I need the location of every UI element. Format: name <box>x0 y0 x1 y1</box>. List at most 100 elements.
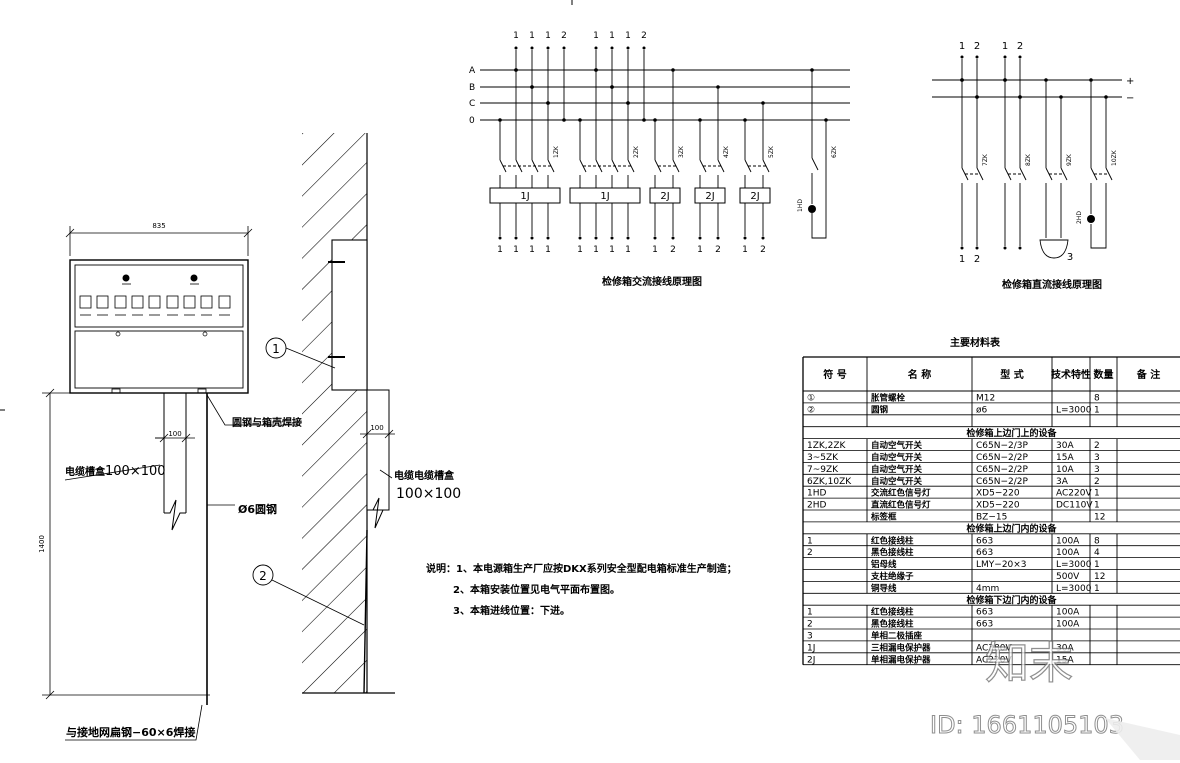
left-offset-dimension-text: 100 <box>168 430 181 438</box>
table-cell: 15A <box>1056 453 1074 463</box>
table-cell: 3 <box>1094 453 1100 463</box>
table-cell: 8 <box>1094 394 1100 404</box>
table-header-cell: 符 号 <box>823 368 846 381</box>
table-cell: 15A <box>1056 655 1074 665</box>
table-cell: L=3000 <box>1056 560 1092 570</box>
dc-buses <box>932 79 1122 98</box>
dc-diagram-title: 检修箱直流接线原理图 <box>1002 278 1102 291</box>
table-cell: 1HD <box>807 489 826 499</box>
dc-bottom-label-1: 1 <box>959 254 965 265</box>
ac-breaker-label: 2ZK <box>633 145 640 158</box>
ac-bottom-terminal <box>761 236 765 240</box>
ac-bottom-terminal <box>594 236 598 240</box>
dc-breaker-label: 10ZK <box>1111 149 1118 166</box>
ac-bottom-label: 2 <box>670 245 676 255</box>
ac-relay-label: 1J <box>520 191 529 202</box>
table-cell: 铜导线 <box>871 583 897 594</box>
box-side-view <box>331 239 368 391</box>
ac-bottom-label: 1 <box>513 245 519 255</box>
table-grid <box>802 356 1180 666</box>
left-cable-trough <box>155 393 195 531</box>
table-cell: 4 <box>1094 548 1100 558</box>
ac-bus-node <box>562 118 566 122</box>
table-cell: 663 <box>976 620 993 630</box>
dc-lamp-return <box>1090 183 1107 249</box>
dc-top-label: 1 <box>1002 41 1008 52</box>
ground-label: 与接地网扁钢−60×6焊接 <box>66 725 195 739</box>
table-cell: 1 <box>1094 560 1100 570</box>
dc-bus-minus: − <box>1126 93 1134 104</box>
table-cell: 1 <box>1094 584 1100 594</box>
table-cell: C65N−2/2P <box>976 477 1028 487</box>
table-cell: ① <box>807 394 815 404</box>
table-cell: 1 <box>807 536 813 546</box>
table-cell: 100A <box>1056 620 1080 630</box>
table-cell: 100A <box>1056 548 1080 558</box>
dc-top-terminal <box>960 55 964 59</box>
table-cell: 自动空气开关 <box>871 452 923 463</box>
side-section: 100 电缆电缆槽盒 100×100 1 2 <box>252 133 461 694</box>
height-dimension <box>42 388 210 700</box>
ac-top-label: 2 <box>561 31 567 41</box>
table-cell: 3A <box>1056 477 1069 487</box>
dc-bottom-terminal <box>1003 246 1007 250</box>
watermark-page-curl <box>1105 718 1180 760</box>
note-2: 2、本箱安装位置见电气平面布置图。 <box>453 583 620 596</box>
ac-top-label: 2 <box>641 31 647 41</box>
note-1: 说明：1、本电源箱生产厂应按DKX系列安全型配电箱标准生产制造； <box>426 562 737 575</box>
table-cell: 交流红色信号灯 <box>871 488 931 499</box>
dc-bottom-label-2: 2 <box>974 254 980 265</box>
table-cell: 胀管螺栓 <box>871 393 906 404</box>
table-cell: 663 <box>976 608 993 618</box>
ac-bottom-terminal <box>578 236 582 240</box>
table-cell: ② <box>807 405 815 415</box>
ac-bus-label-c: C <box>469 99 475 109</box>
ac-bottom-terminal <box>530 236 534 240</box>
table-cell: 12 <box>1094 513 1105 523</box>
table-cell: 自动空气开关 <box>871 476 923 487</box>
dc-lamp-label: 2HD <box>1076 211 1083 224</box>
dc-switch-blade <box>1019 167 1027 181</box>
ac-top-terminal <box>626 46 630 50</box>
ac-bottom-label: 1 <box>742 245 748 255</box>
round-steel-label: Ø6圆钢 <box>238 502 277 516</box>
ac-bottom-label: 1 <box>625 245 631 255</box>
table-cell: 铝母线 <box>871 559 897 570</box>
table-title: 主要材料表 <box>950 336 1001 349</box>
right-cable-trough <box>360 389 395 529</box>
ac-top-terminal <box>546 46 550 50</box>
ac-bottom-terminal <box>546 236 550 240</box>
ac-bottom-label: 1 <box>697 245 703 255</box>
callout-2-leader <box>271 579 365 626</box>
ac-diagram-title: 检修箱交流接线原理图 <box>602 275 702 288</box>
ac-top-terminal <box>610 46 614 50</box>
ac-bottom-label: 1 <box>497 245 503 255</box>
ac-signal-lamp <box>808 205 816 213</box>
table-cell: BZ−15 <box>976 513 1007 523</box>
ac-relay-box <box>694 187 726 204</box>
table-cell: 6ZK,10ZK <box>807 477 852 487</box>
ac-top-terminal <box>514 46 518 50</box>
ground-leader <box>65 704 203 741</box>
table-cell: 黑色接线柱 <box>871 619 914 630</box>
ac-bottom-label: 1 <box>577 245 583 255</box>
left-trough-title-text: 电缆槽盒 <box>65 465 106 478</box>
table-cell: 红色接线柱 <box>871 607 914 618</box>
table-cell: 100A <box>1056 608 1080 618</box>
table-cell: DC110V <box>1056 501 1093 511</box>
cabinet-indicator-lamps <box>122 274 199 285</box>
ac-switch-blade <box>811 157 819 171</box>
table-cell: 圆钢 <box>871 404 889 415</box>
ac-breaker-label: 1ZK <box>553 145 560 158</box>
table-cell: 直流红色信号灯 <box>871 500 931 511</box>
table-cell: 1 <box>1094 489 1100 499</box>
ac-bottom-terminal <box>653 236 657 240</box>
ac-bottom-terminal <box>716 236 720 240</box>
ac-top-label: 1 <box>545 31 551 41</box>
notes-block: 说明：1、本电源箱生产厂应按DKX系列安全型配电箱标准生产制造； 2、本箱安装位… <box>426 562 737 617</box>
ac-relay-label: 1J <box>600 191 609 202</box>
table-cell: 3 <box>1094 465 1100 475</box>
